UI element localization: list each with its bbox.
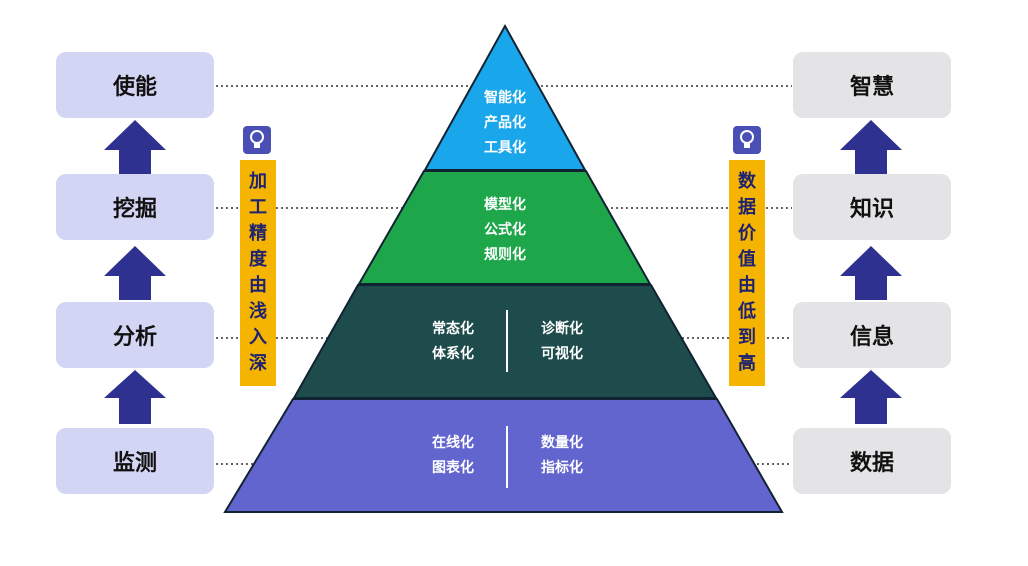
right-box-information: 信息 [793, 302, 951, 368]
pyramid-level-3-left-text: 常态化 体系化 [421, 317, 485, 367]
pyramid-level-1-text: 智能化 产品化 工具化 [475, 86, 535, 161]
arrow-up-right-1 [840, 120, 902, 176]
right-banner-char: 低 [738, 301, 756, 322]
right-box-wisdom: 智慧 [793, 52, 951, 118]
pyramid-level-3-right-text: 诊断化 可视化 [530, 317, 594, 367]
pyramid-level-2-text: 模型化 公式化 规则化 [475, 193, 535, 268]
right-box-knowledge: 知识 [793, 174, 951, 240]
arrow-up-left-3 [104, 370, 166, 424]
right-banner-char: 价 [738, 223, 756, 244]
pyramid-text-line: 在线化 [432, 435, 474, 451]
pyramid-text-line: 数量化 [541, 435, 583, 451]
pyramid-level-3 [292, 284, 718, 399]
pyramid-text-line: 模型化 [484, 197, 526, 213]
pyramid-text-line: 图表化 [432, 460, 474, 476]
pyramid-level-4-left-text: 在线化 图表化 [421, 431, 485, 481]
right-vertical-banner: 数 据 价 值 由 低 到 高 [729, 160, 765, 386]
left-banner-char: 加 [249, 171, 267, 192]
pyramid-text-line: 体系化 [432, 346, 474, 362]
pyramid-text-line: 诊断化 [541, 321, 583, 337]
pyramid-text-line: 智能化 [484, 90, 526, 106]
left-banner-char: 工 [249, 197, 267, 218]
pyramid-text-line: 规则化 [484, 247, 526, 263]
pyramid-level-4 [223, 398, 784, 513]
left-banner-char: 浅 [249, 301, 267, 322]
right-banner-char: 高 [738, 353, 756, 374]
left-box-mine: 挖掘 [56, 174, 214, 240]
left-banner-char: 精 [249, 223, 267, 244]
pyramid-text-line: 常态化 [432, 321, 474, 337]
left-box-analyze: 分析 [56, 302, 214, 368]
left-banner-char: 深 [249, 353, 267, 374]
left-vertical-banner: 加 工 精 度 由 浅 入 深 [240, 160, 276, 386]
arrow-up-left-2 [104, 246, 166, 300]
right-box-data: 数据 [793, 428, 951, 494]
left-banner-char: 入 [249, 327, 267, 348]
right-banner-char: 到 [738, 327, 756, 348]
lightbulb-icon [243, 126, 271, 154]
pyramid-text-line: 可视化 [541, 346, 583, 362]
lightbulb-icon [733, 126, 761, 154]
pyramid-level-4-right-text: 数量化 指标化 [530, 431, 594, 481]
pyramid-text-line: 工具化 [484, 140, 526, 156]
left-banner-char: 度 [249, 249, 267, 270]
pyramid-text-line: 指标化 [541, 460, 583, 476]
arrow-up-left-1 [104, 120, 166, 176]
pyramid-text-line: 公式化 [484, 222, 526, 238]
right-banner-char: 值 [738, 249, 756, 270]
arrow-up-right-2 [840, 246, 902, 300]
pyramid-text-line: 产品化 [484, 115, 526, 131]
left-box-monitor: 监测 [56, 428, 214, 494]
right-banner-char: 据 [738, 197, 756, 218]
right-banner-char: 由 [738, 275, 756, 296]
left-box-enable: 使能 [56, 52, 214, 118]
right-banner-char: 数 [738, 171, 756, 192]
arrow-up-right-3 [840, 370, 902, 424]
left-banner-char: 由 [249, 275, 267, 296]
